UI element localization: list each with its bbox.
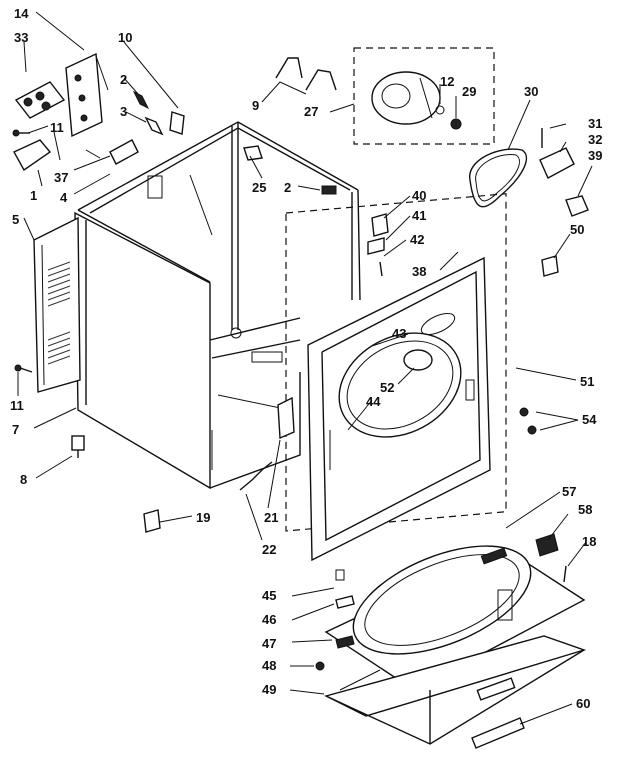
door-hinge-21-22 bbox=[239, 396, 295, 491]
label-60: 60 bbox=[576, 696, 590, 711]
label-54: 54 bbox=[582, 412, 597, 427]
label-11b: 11 bbox=[10, 398, 24, 413]
label-4: 4 bbox=[60, 190, 68, 205]
parts-45-48 bbox=[315, 569, 355, 671]
label-46: 46 bbox=[262, 612, 276, 627]
screw-11 bbox=[12, 129, 30, 137]
label-45: 45 bbox=[262, 588, 276, 603]
label-11: 11 bbox=[50, 120, 64, 135]
screws-54 bbox=[519, 407, 537, 435]
trim-60 bbox=[471, 717, 525, 749]
label-37: 37 bbox=[54, 170, 68, 185]
screw-2 bbox=[132, 90, 150, 110]
clip-58 bbox=[535, 533, 559, 557]
label-43: 43 bbox=[392, 326, 406, 341]
label-58: 58 bbox=[578, 502, 592, 517]
label-41: 41 bbox=[412, 208, 426, 223]
screw-11b bbox=[14, 364, 33, 373]
label-1: 1 bbox=[30, 188, 37, 203]
base-49 bbox=[324, 635, 587, 745]
label-25: 25 bbox=[252, 180, 266, 195]
label-52: 52 bbox=[380, 380, 394, 395]
terminal-block-33 bbox=[14, 81, 66, 119]
screw-3 bbox=[144, 116, 164, 136]
label-9: 9 bbox=[252, 98, 259, 113]
label-33: 33 bbox=[14, 30, 28, 45]
bracket-1 bbox=[13, 139, 52, 172]
label-14: 14 bbox=[14, 6, 29, 21]
pulley-39 bbox=[565, 195, 589, 217]
label-51: 51 bbox=[580, 374, 594, 389]
label-10: 10 bbox=[118, 30, 132, 45]
label-47: 47 bbox=[262, 636, 276, 651]
roller-50 bbox=[541, 255, 559, 277]
label-7: 7 bbox=[12, 422, 19, 437]
label-29: 29 bbox=[462, 84, 476, 99]
label-2: 2 bbox=[120, 72, 127, 87]
label-50: 50 bbox=[570, 222, 584, 237]
foot-8 bbox=[71, 435, 85, 458]
label-44: 44 bbox=[366, 394, 381, 409]
belt-30 bbox=[469, 148, 527, 208]
idler-bracket-32 bbox=[539, 128, 575, 179]
clip-25 bbox=[243, 145, 263, 161]
label-57: 57 bbox=[562, 484, 576, 499]
label-49: 49 bbox=[262, 682, 276, 697]
label-12: 12 bbox=[440, 74, 454, 89]
label-38: 38 bbox=[412, 264, 426, 279]
nut-29 bbox=[450, 118, 462, 130]
label-31: 31 bbox=[588, 116, 602, 131]
label-42: 42 bbox=[410, 232, 424, 247]
screw-18 bbox=[563, 565, 567, 583]
label-2b: 2 bbox=[284, 180, 291, 195]
label-19: 19 bbox=[196, 510, 210, 525]
screw-2b bbox=[321, 185, 337, 195]
label-30: 30 bbox=[524, 84, 538, 99]
label-5: 5 bbox=[12, 212, 19, 227]
label-21: 21 bbox=[264, 510, 278, 525]
clips-9 bbox=[275, 57, 337, 91]
label-39: 39 bbox=[588, 148, 602, 163]
motor-group-box bbox=[353, 47, 495, 145]
label-3: 3 bbox=[120, 104, 127, 119]
switch-37 bbox=[85, 139, 139, 165]
washer-12 bbox=[435, 105, 445, 115]
light-assembly-52 bbox=[403, 349, 433, 371]
label-48: 48 bbox=[262, 658, 276, 673]
label-18: 18 bbox=[582, 534, 596, 549]
label-32: 32 bbox=[588, 132, 602, 147]
leader-lines bbox=[17, 11, 593, 725]
label-27: 27 bbox=[304, 104, 318, 119]
side-panel bbox=[33, 216, 81, 393]
motor-27 bbox=[371, 71, 441, 125]
terminal-block-14 bbox=[65, 52, 109, 138]
clip-19 bbox=[143, 509, 161, 533]
label-22: 22 bbox=[262, 542, 276, 557]
top-panel-47 bbox=[324, 545, 586, 691]
label-40: 40 bbox=[412, 188, 426, 203]
front-panel-group-box bbox=[285, 193, 507, 532]
part-labels: 14 33 10 2 3 11 37 1 4 5 9 27 12 29 30 3… bbox=[10, 6, 602, 711]
hardware-40-42 bbox=[367, 213, 389, 277]
label-8: 8 bbox=[20, 472, 27, 487]
front-panel-51 bbox=[307, 256, 491, 562]
clip-10 bbox=[169, 111, 185, 135]
